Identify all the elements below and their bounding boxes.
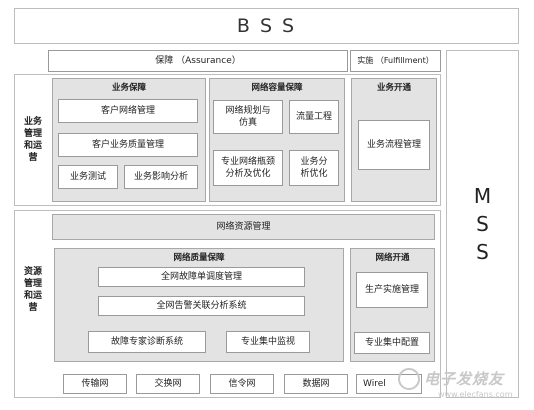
item-label: 业务影响分析 xyxy=(133,172,188,182)
network-label: 信令网 xyxy=(228,379,256,389)
network-activation-title: 网络开通 xyxy=(375,253,410,263)
production-implementation-mgmt: 生产实施管理 xyxy=(356,272,428,308)
item-label: 专业网络瓶颈 分析及优化 xyxy=(220,157,275,179)
traffic-engineering: 流量工程 xyxy=(289,100,339,134)
network-switching: 交换网 xyxy=(136,374,200,394)
bss-title: B S S xyxy=(236,15,297,37)
item-label: 故障专家诊断系统 xyxy=(110,337,183,347)
side-label-char: 和运 xyxy=(23,141,42,151)
mss-column: M S S xyxy=(446,50,519,398)
service-assurance-title: 业务保障 xyxy=(111,83,146,93)
service-impact-analysis: 业务影响分析 xyxy=(124,165,198,189)
alarm-correlation: 全网告警关联分析系统 xyxy=(98,296,305,316)
fault-ticket-dispatch: 全网故障单调度管理 xyxy=(98,267,305,287)
business-ops-label: 业务 管理 和运 营 xyxy=(16,74,50,206)
item-label: 业务分 析优化 xyxy=(300,157,328,179)
mss-letter: S xyxy=(476,240,489,264)
side-label-char: 资源 xyxy=(23,267,42,277)
business-process-mgmt: 业务流程管理 xyxy=(358,120,430,170)
item-label: 业务流程管理 xyxy=(366,140,421,150)
side-label-char: 管理 xyxy=(23,129,42,139)
item-label: 生产实施管理 xyxy=(364,285,419,295)
service-testing: 业务测试 xyxy=(58,165,118,189)
bottleneck-analysis: 专业网络瓶颈 分析及优化 xyxy=(213,150,283,186)
side-label-char: 和运 xyxy=(23,291,42,301)
item-label: 全网故障单调度管理 xyxy=(160,272,242,282)
network-resource-mgmt-label: 网络资源管理 xyxy=(216,222,271,232)
watermark: 电子发烧友 www.elecfans.com xyxy=(398,362,526,406)
item-label: 客户业务质量管理 xyxy=(91,140,164,150)
network-signaling: 信令网 xyxy=(210,374,274,394)
fault-expert-diagnosis: 故障专家诊断系统 xyxy=(88,331,206,353)
item-label: 业务测试 xyxy=(69,172,106,182)
network-planning-simulation: 网络规划与 仿真 xyxy=(213,100,283,134)
side-label-char: 管理 xyxy=(23,279,42,289)
item-label: 客户网络管理 xyxy=(100,106,155,116)
fulfillment-header: 实施 （Fulfillment） xyxy=(350,50,441,72)
network-data: 数据网 xyxy=(284,374,348,394)
watermark-url: www.elecfans.com xyxy=(438,390,513,399)
assurance-label: 保障 （Assurance） xyxy=(155,56,241,66)
side-label-char: 业务 xyxy=(23,117,42,127)
centralized-configuration: 专业集中配置 xyxy=(354,332,430,354)
bss-bar: B S S xyxy=(14,8,519,44)
assurance-header: 保障 （Assurance） xyxy=(48,50,348,72)
side-label-char: 营 xyxy=(28,153,38,163)
network-transmission: 传输网 xyxy=(63,374,127,394)
service-activation-title: 业务开通 xyxy=(376,83,411,93)
resource-ops-label: 资源 管理 和运 营 xyxy=(16,240,50,340)
item-label: 网络规划与 仿真 xyxy=(225,106,271,128)
centralized-monitoring: 专业集中监视 xyxy=(226,331,310,353)
watermark-logo-icon xyxy=(398,368,420,390)
item-label: 流量工程 xyxy=(295,112,332,122)
item-label: 专业集中配置 xyxy=(364,338,419,348)
side-label-char: 营 xyxy=(28,303,38,313)
quality-assurance-title: 网络质量保障 xyxy=(173,253,225,263)
mss-letter: S xyxy=(476,212,489,236)
network-label: 传输网 xyxy=(81,379,109,389)
fulfillment-label: 实施 （Fulfillment） xyxy=(357,56,434,65)
network-capacity-title: 网络容量保障 xyxy=(251,83,303,93)
customer-service-quality-mgmt: 客户业务质量管理 xyxy=(58,133,198,157)
watermark-text: 电子发烧友 xyxy=(424,370,505,388)
mss-letter: M xyxy=(473,184,492,208)
network-resource-mgmt: 网络资源管理 xyxy=(52,214,435,240)
service-analysis-optimization: 业务分 析优化 xyxy=(289,150,339,186)
item-label: 专业集中监视 xyxy=(240,337,295,347)
network-label: Wirel xyxy=(363,379,386,389)
item-label: 全网告警关联分析系统 xyxy=(156,301,247,311)
customer-network-mgmt: 客户网络管理 xyxy=(58,99,198,123)
network-label: 数据网 xyxy=(302,379,330,389)
network-label: 交换网 xyxy=(154,379,182,389)
